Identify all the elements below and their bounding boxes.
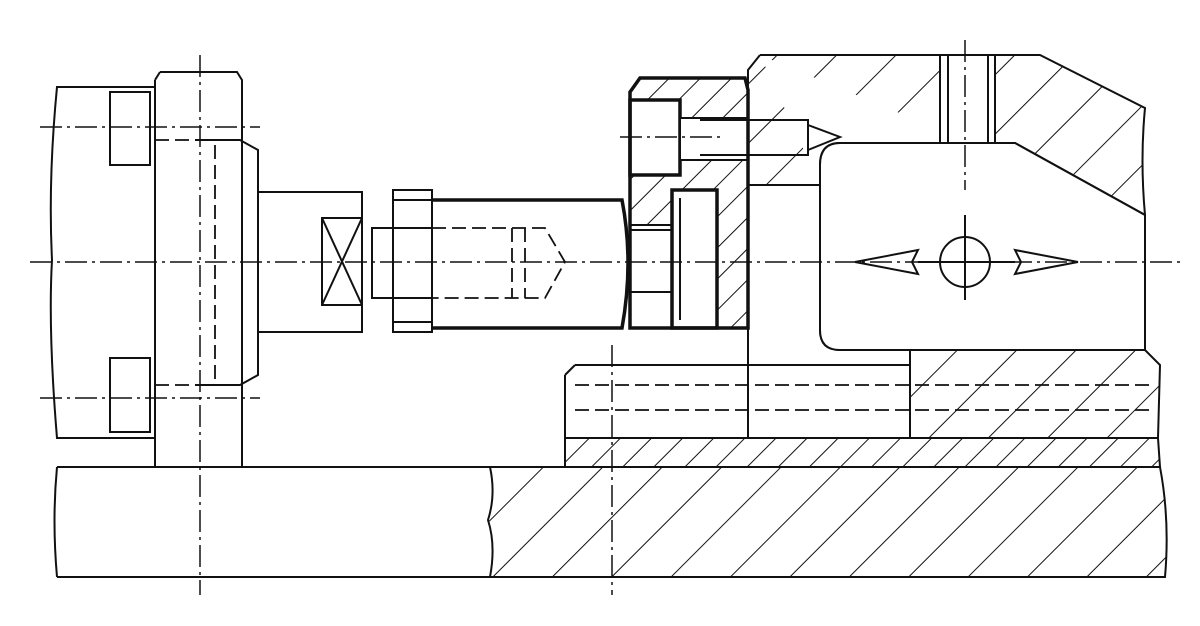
clamp-block [628,76,843,330]
centerlines [30,40,1180,595]
guide-rail [564,349,1162,468]
spindle [257,189,630,333]
housing [747,54,1147,438]
base-plate [53,466,1168,578]
mounting-flange [49,71,259,467]
